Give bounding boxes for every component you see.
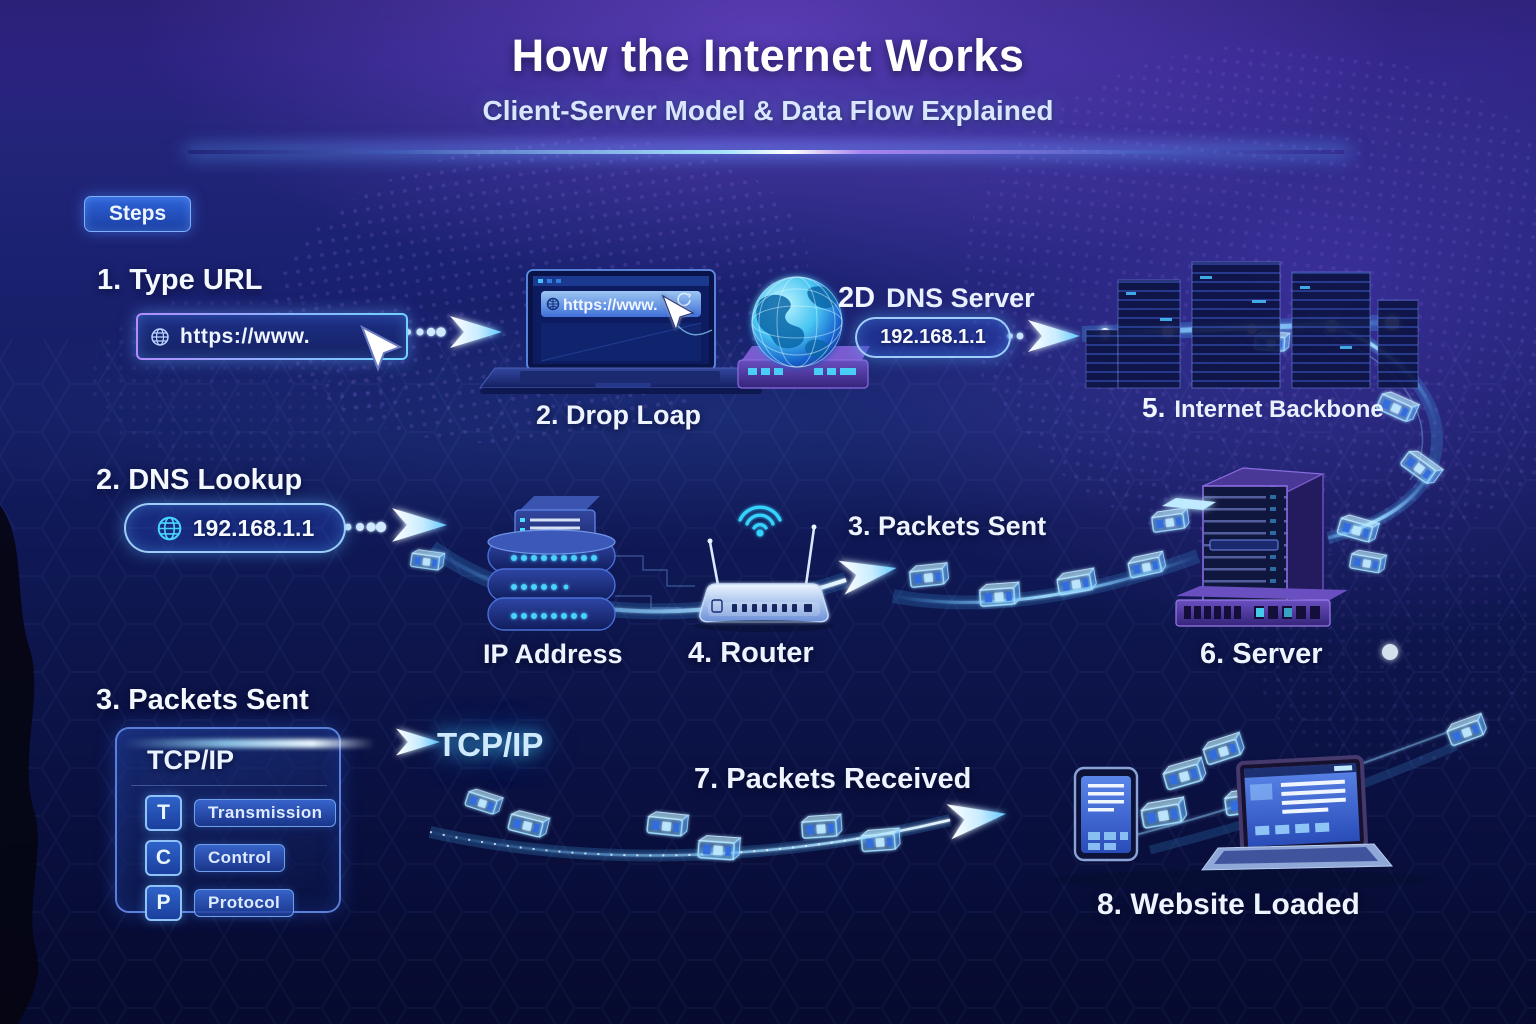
dns-server-heading: 2D DNS Server — [838, 282, 1035, 315]
panel-light-streak — [123, 739, 375, 748]
router-caption: 4. Router — [688, 637, 814, 669]
dotted-trail — [405, 327, 446, 337]
tcp-row-control: C Control — [145, 840, 336, 876]
step3-heading: 3. Packets Sent — [96, 684, 309, 716]
client-devices-illustration — [1050, 755, 1430, 890]
backbone-caption: 5. Internet Backbone — [1142, 392, 1384, 424]
tcp-panel-title: TCP/IP — [147, 745, 235, 775]
internet-backbone-illustration — [1085, 261, 1419, 389]
dns-server-number: 2D — [838, 282, 876, 314]
dns-server-label: DNS Server — [886, 283, 1035, 313]
url-bar: https://www. — [136, 313, 408, 372]
tcp-ip-panel: TCP/IP T Transmission C Control P Protoc… — [115, 727, 375, 921]
title-streak — [188, 150, 1348, 154]
letter-tile: P — [145, 885, 182, 921]
step1-heading: 1. Type URL — [97, 264, 263, 296]
client-caption: 2. Drop Loap — [536, 400, 702, 430]
backbone-number: 5. — [1142, 392, 1166, 423]
cursor-arrow-icon — [360, 324, 403, 372]
refresh-icon — [677, 292, 692, 307]
tcp-row-transmission: T Transmission — [145, 795, 337, 831]
server-tower-illustration — [1162, 467, 1348, 627]
packets-received-label: 7. Packets Received — [694, 763, 972, 795]
left-silhouette — [0, 505, 39, 1024]
ip-database-illustration — [487, 496, 695, 631]
panel-divider — [131, 785, 327, 786]
word-chip: Control — [194, 844, 286, 872]
globe-icon — [157, 516, 182, 540]
letter-tile: T — [145, 795, 182, 831]
client-laptop-illustration: https://www. — [479, 269, 763, 394]
packets-sent-mid-label: 3. Packets Sent — [848, 511, 1047, 541]
letter-tile: C — [145, 840, 182, 876]
page-subtitle: Client-Server Model & Data Flow Explaine… — [482, 95, 1054, 126]
wifi-icon — [738, 505, 782, 530]
dotted-trail — [344, 521, 387, 533]
step2-heading: 2. DNS Lookup — [96, 464, 303, 496]
laptop-icon — [1236, 755, 1368, 855]
word-chip: Protocol — [194, 889, 295, 917]
steps-badge: Steps — [84, 196, 192, 232]
dns-lookup-pill: 192.168.1.1 — [124, 503, 346, 553]
cursor-arrow-icon — [661, 294, 695, 332]
dns-lookup-ip: 192.168.1.1 — [192, 514, 315, 541]
router-illustration — [694, 505, 834, 632]
database-caption: IP Address — [483, 639, 623, 669]
laptop-browser-url: https://www. — [563, 297, 658, 314]
tcpip-flow-label: TCP/IP — [437, 726, 544, 763]
url-text: https://www. — [180, 324, 311, 348]
word-chip: Transmission — [194, 799, 337, 827]
server-caption: 6. Server — [1200, 638, 1323, 670]
backbone-label: Internet Backbone — [1174, 396, 1384, 423]
globe-on-switch-illustration — [737, 276, 870, 389]
website-loaded-caption: 8. Website Loaded — [1097, 888, 1360, 921]
globe-icon — [151, 327, 169, 346]
tcp-row-protocol: P Protocol — [145, 885, 336, 921]
page-title: How the Internet Works — [511, 30, 1025, 81]
dns-ip-pill: 192.168.1.1 — [855, 317, 1011, 358]
title-glow — [148, 134, 1388, 160]
